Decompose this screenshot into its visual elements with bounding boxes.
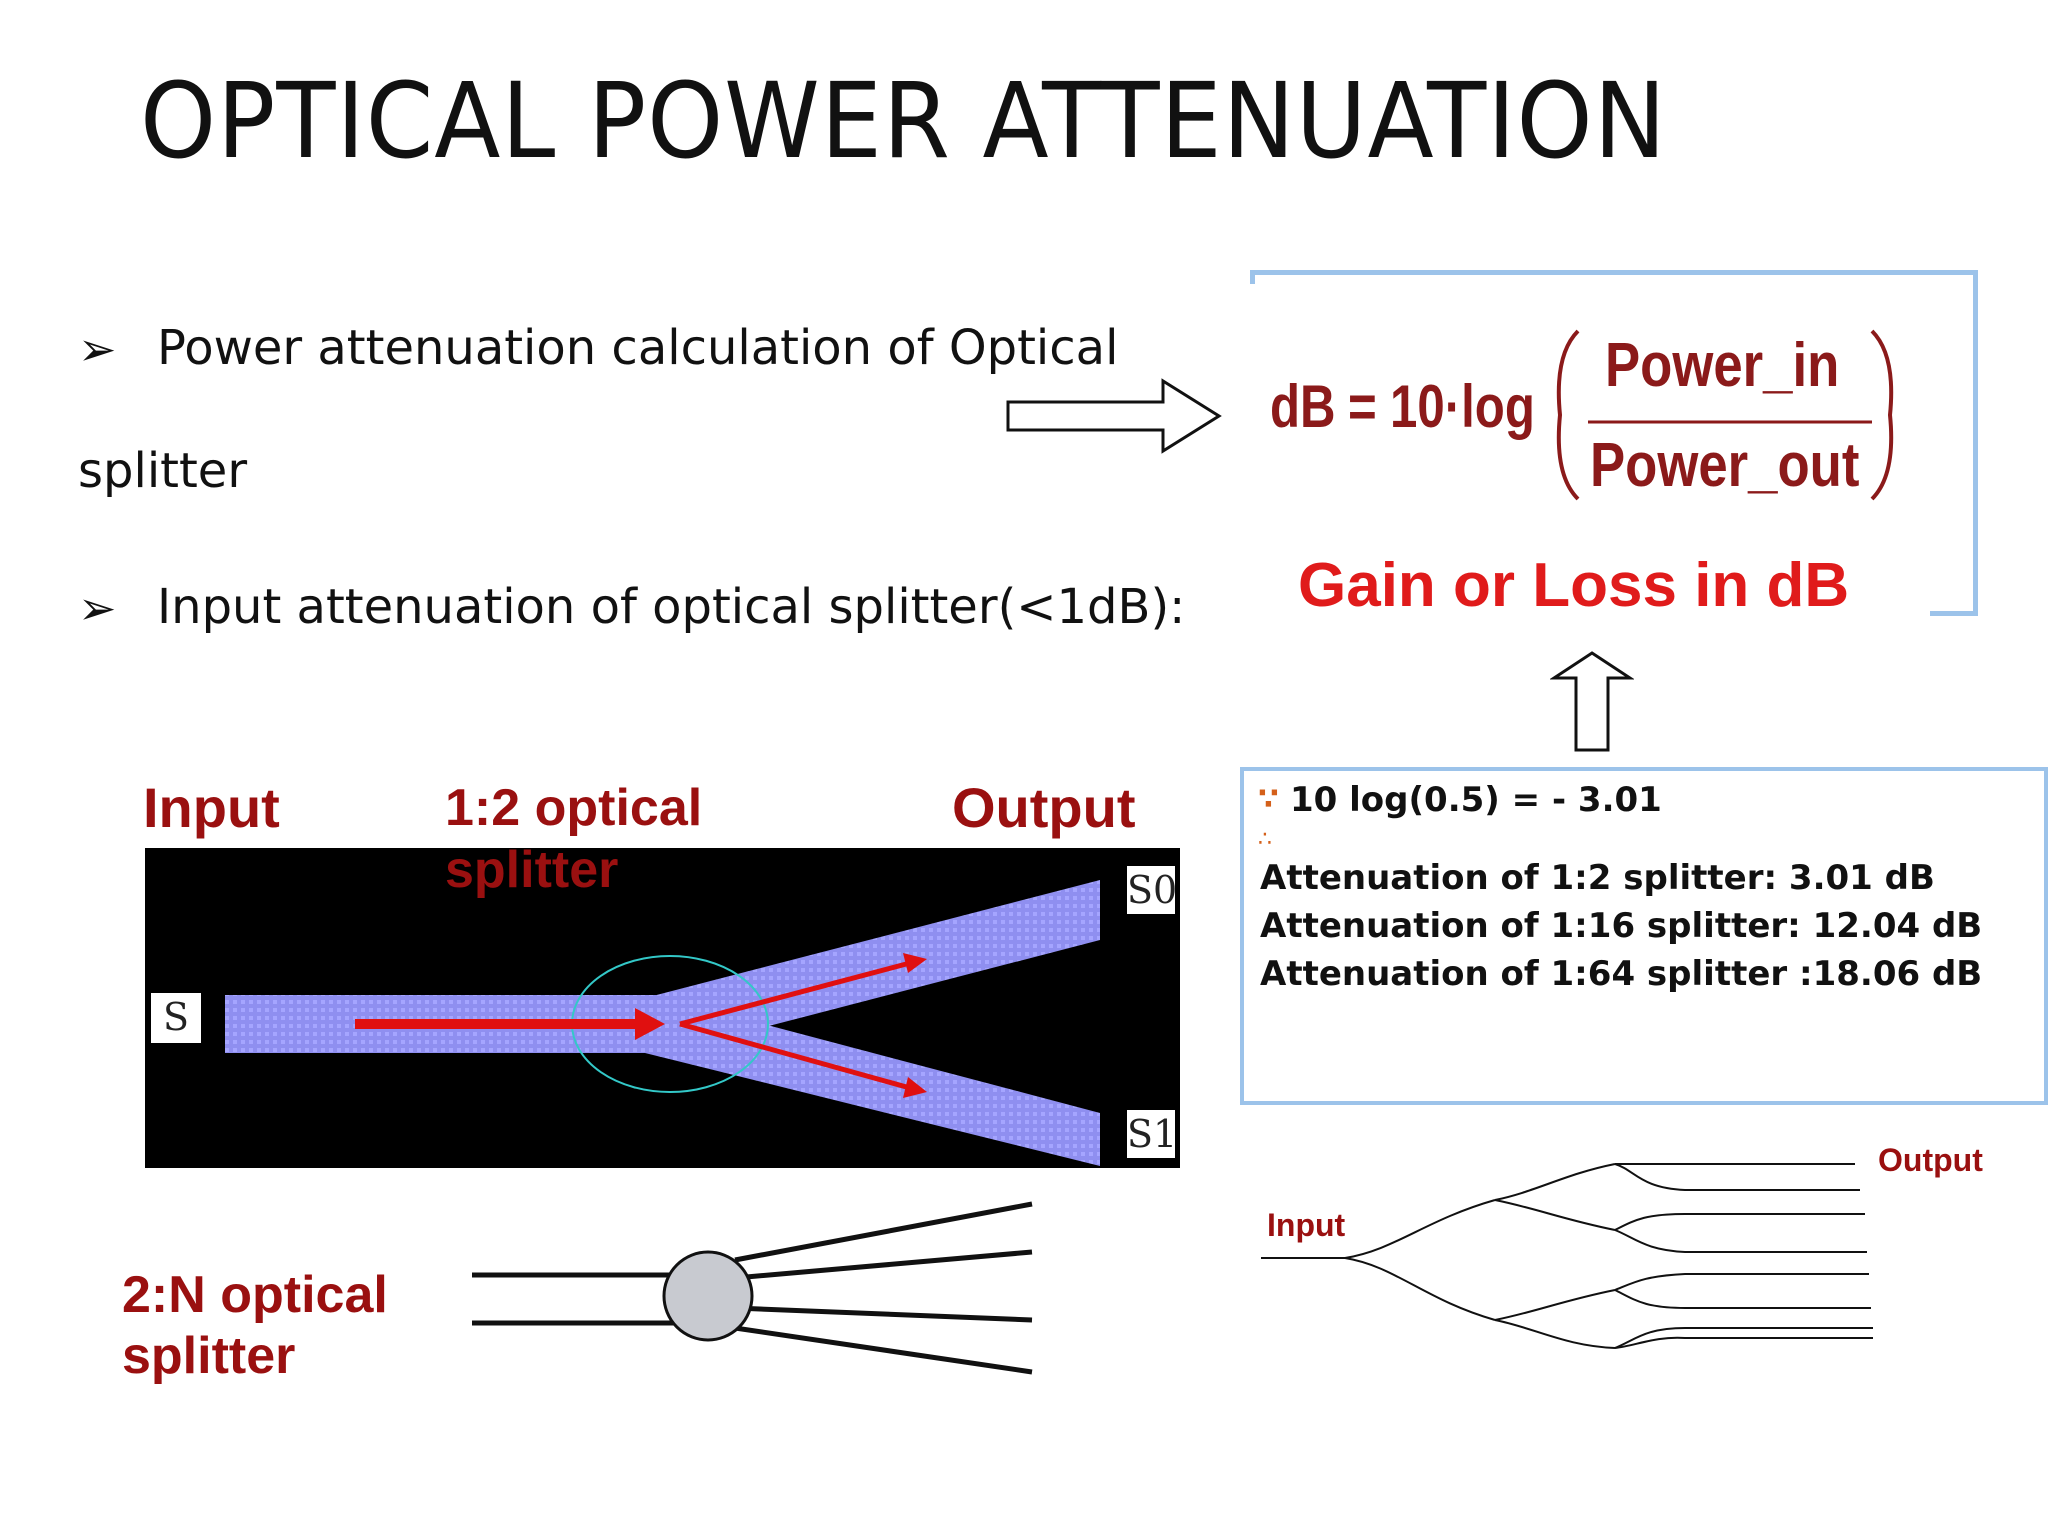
splitter-input-label: Input [143,776,280,839]
formula-coefficient: 10·log [1390,373,1535,440]
bullet-1-line-2: splitter [78,443,248,499]
port-s1-label: S1 [1127,1110,1178,1158]
bullet-2-text: Input attenuation of optical splitter(<1… [157,579,1186,635]
therefore-icon: ∴ [1258,826,1272,851]
splitter-simulation-image: S S0 S1 [145,848,1180,1168]
formula-caption: Gain or Loss in dB [1298,551,1850,620]
right-arrow-icon [1006,378,1222,454]
formula-box [1250,270,1978,616]
splitter-2n-label-line-1: 2:N optical [122,1266,388,1324]
splitter-title-line-2: splitter [445,841,619,899]
bullet-arrow-icon: ➢ [78,323,117,375]
slide-title: OPTICAL POWER ATTENUATION [140,60,1667,182]
splitter-2n-label-line-2: splitter [122,1327,296,1385]
calc-line-4: Attenuation of 1:64 splitter :18.06 dB [1260,954,1983,994]
splitter-title-line-1: 1:2 optical [445,779,703,837]
formula-fraction-frame [1556,329,1894,501]
calc-line-2: Attenuation of 1:2 splitter: 3.01 dB [1260,858,1935,898]
splitter-2n-diagram [472,1201,1033,1375]
bullet-arrow-icon: ➢ [78,582,117,634]
formula-numerator: Power_in [1605,331,1840,400]
calc-line-1: 10 log(0.5) = - 3.01 [1290,780,1662,820]
formula-denominator: Power_out [1590,431,1860,500]
tree-output-label: Output [1878,1142,1983,1178]
calculation-box [1240,767,2048,1105]
formula-equals: = [1348,373,1377,440]
because-icon: ∵ [1258,783,1279,816]
tree-input-label: Input [1267,1207,1346,1243]
up-arrow-icon [1550,651,1634,752]
splitter-output-label: Output [952,776,1136,839]
port-s0-label: S0 [1127,866,1178,914]
tree-splitter-diagram [1261,1163,1873,1349]
calc-line-3: Attenuation of 1:16 splitter: 12.04 dB [1260,906,1983,946]
formula-lhs: dB [1270,373,1336,440]
port-s-label: S [151,993,201,1043]
bullet-1-line-1: Power attenuation calculation of Optical [157,320,1119,376]
